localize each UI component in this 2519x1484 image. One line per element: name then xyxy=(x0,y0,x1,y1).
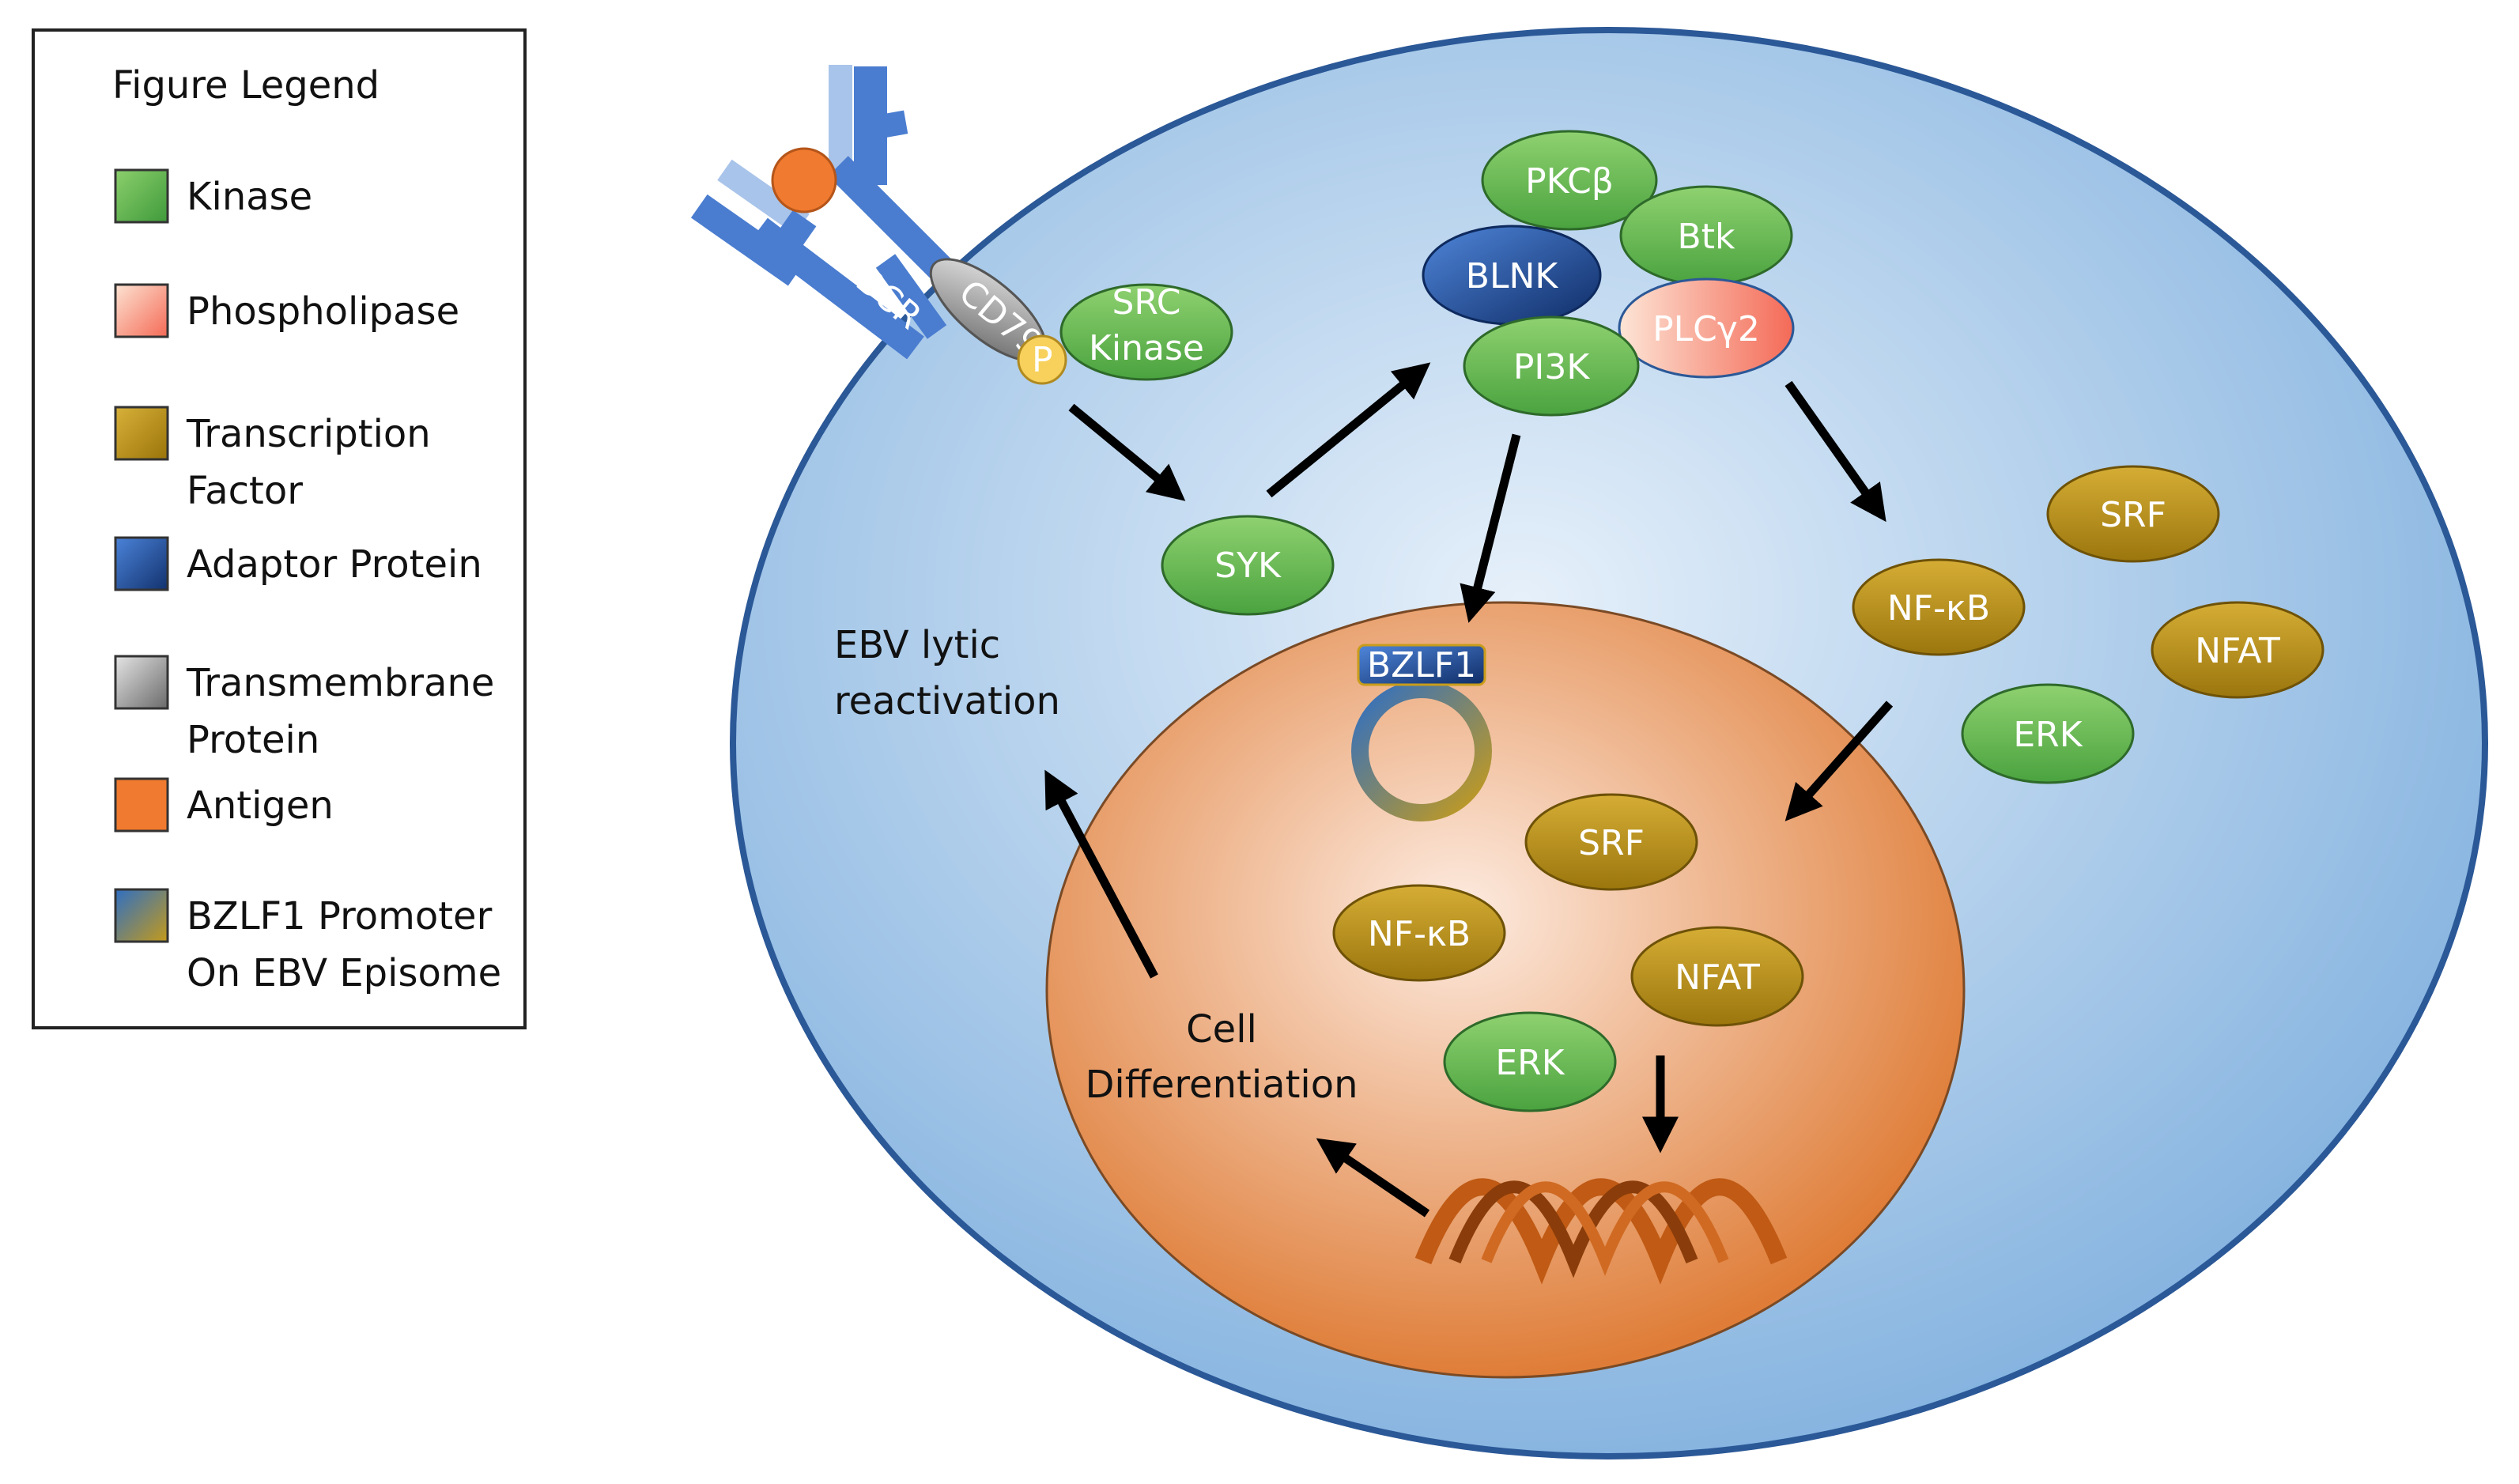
dna-helix xyxy=(1414,1178,1788,1285)
blnk-label: BLNK xyxy=(1466,256,1559,296)
nfat-cytoplasm-label: NFAT xyxy=(2195,631,2280,671)
ebv-lytic-label-2: reactivation xyxy=(834,679,1060,723)
srf-cytoplasm-label: SRF xyxy=(2100,495,2166,535)
cell-diff-label-2: Differentiation xyxy=(1085,1063,1358,1107)
srf-cytoplasm: SRF xyxy=(2046,465,2220,563)
nfkb-nucleus: NF-κB xyxy=(1332,884,1506,982)
legend-swatch-adaptor-protein xyxy=(114,536,169,591)
legend-swatch-bzlf1-promoter xyxy=(114,888,169,943)
figure-legend: Figure Legend KinasePhospholipaseTranscr… xyxy=(32,28,527,1029)
srf-nucleus-label: SRF xyxy=(1578,823,1645,863)
bzlf1-label: BZLF1 xyxy=(1367,645,1476,685)
erk-cytoplasm-label: ERK xyxy=(2013,715,2083,755)
syk: SYK xyxy=(1161,515,1335,616)
phosphate xyxy=(1017,334,1067,385)
legend-swatch-kinase xyxy=(114,168,169,224)
phosphate-label: P xyxy=(1032,340,1053,380)
arrow-nfkb-to-nucleus xyxy=(1784,700,1894,821)
srf-nucleus: SRF xyxy=(1524,793,1698,891)
arrow-differentiation-to-ebv xyxy=(1044,769,1158,979)
erk-cytoplasm: ERK xyxy=(1961,683,2135,784)
nfkb-cytoplasm: NF-κB xyxy=(1852,558,2026,656)
nfat-nucleus-label: NFAT xyxy=(1675,957,1760,998)
cell-diff-label-1: Cell xyxy=(1186,1007,1257,1052)
arrow-plcg2-to-nfkb xyxy=(1784,380,1886,523)
legend-label-antigen: Antigen xyxy=(187,784,334,828)
legend-swatch-phospholipase xyxy=(114,283,169,338)
erk-nucleus: ERK xyxy=(1443,1011,1617,1112)
legend-label-bzlf1-promoter: BZLF1 Promoter xyxy=(187,894,493,938)
arrow-dna-to-differentiation xyxy=(1316,1138,1430,1218)
syk-label: SYK xyxy=(1214,546,1282,586)
arrow-pi3k-to-nucleus xyxy=(1460,433,1521,623)
legend-title: Figure Legend xyxy=(112,63,380,108)
legend-label-bzlf1-promoter: On EBV Episome xyxy=(187,951,501,995)
pi3k: PI3K xyxy=(1463,315,1640,417)
pathway-arrows xyxy=(1044,362,1894,1218)
pkcb: PKCβ xyxy=(1481,130,1658,231)
pi3k-label: PI3K xyxy=(1513,347,1591,387)
legend-swatch-antigen xyxy=(114,777,169,833)
nfat-cytoplasm: NFAT xyxy=(2151,601,2325,699)
legend-label-kinase: Kinase xyxy=(187,175,312,219)
bzlf1-episome: BZLF1 xyxy=(1351,644,1492,821)
erk-nucleus-label: ERK xyxy=(1495,1043,1565,1083)
nfat-nucleus: NFAT xyxy=(1630,926,1804,1027)
legend-swatch-transcription-factor xyxy=(114,406,169,461)
legend-label-transmembrane-protein: Transmembrane xyxy=(186,661,494,705)
plcg2: PLCγ2 xyxy=(1618,278,1795,379)
arrow-cd79-to-syk xyxy=(1068,403,1186,501)
legend-swatch-transmembrane-protein xyxy=(114,655,169,710)
antigen xyxy=(771,147,837,213)
nfkb-cytoplasm-label: NF-κB xyxy=(1887,588,1990,629)
legend-label-adaptor-protein: Adaptor Protein xyxy=(187,542,482,587)
legend-label-phospholipase: Phospholipase xyxy=(187,289,459,334)
legend-label-transcription-factor: Factor xyxy=(187,469,303,513)
nucleus xyxy=(1045,601,1966,1379)
ebv-lytic-label-1: EBV lytic xyxy=(834,623,1000,667)
btk: Btk xyxy=(1619,185,1793,286)
src-kinase-label-1: SRC xyxy=(1112,282,1180,323)
nfkb-nucleus-label: NF-κB xyxy=(1368,914,1471,954)
arrow-syk-to-complex xyxy=(1266,362,1431,498)
pkcb-label: PKCβ xyxy=(1525,161,1614,202)
legend-label-transmembrane-protein: Protein xyxy=(187,718,319,762)
btk-label: Btk xyxy=(1678,217,1735,257)
blnk: BLNK xyxy=(1422,225,1602,326)
src-kinase-label-2: Kinase xyxy=(1089,328,1204,368)
legend-label-transcription-factor: Transcription xyxy=(186,412,431,456)
src-kinase: SRC Kinase xyxy=(1059,282,1233,381)
bcr-receptor: BCR xyxy=(690,65,967,360)
plcg2-label: PLCγ2 xyxy=(1652,309,1760,349)
